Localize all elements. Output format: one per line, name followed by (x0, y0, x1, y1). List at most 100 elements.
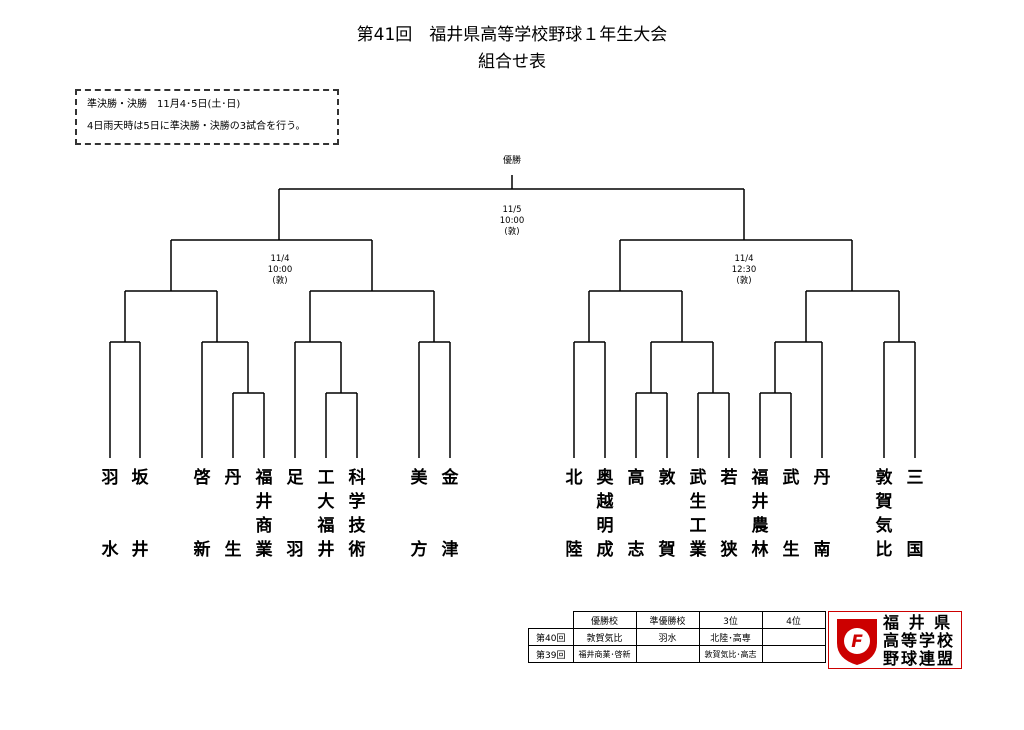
page-title: 第41回 福井県高等学校野球１年生大会 (356, 25, 668, 45)
team-name-bottom: 羽 (286, 540, 304, 560)
team-name-bottom: 新 (193, 540, 211, 560)
team-name: 丹生 (218, 466, 248, 562)
team-name: 金津 (435, 466, 465, 562)
team-name: 三国 (900, 466, 930, 562)
team-name-top: 工大福 (317, 468, 335, 536)
final-venue: (敦) (504, 227, 520, 237)
team-name: 羽水 (95, 466, 125, 562)
team-name: 敦賀 (652, 466, 682, 562)
champion-label: 優勝 (502, 156, 521, 166)
team-name: 武生工業 (683, 466, 713, 562)
team-name: 武生 (776, 466, 806, 562)
team-name-bottom: 業 (255, 540, 273, 560)
team-name: 敦賀気比 (869, 466, 899, 562)
final-time: 10:00 (499, 216, 525, 226)
final-date: 11/5 (502, 205, 522, 215)
team-name: 足羽 (280, 466, 310, 562)
row-runner-up: 羽水 (635, 628, 700, 646)
logo-line-1: 福 井 県 (883, 613, 953, 632)
results-row: 第39回 福井商業･啓新 敦賀気比･高志 (528, 645, 826, 663)
semi-right-date: 11/4 (734, 254, 754, 264)
row-runner-up (635, 645, 700, 663)
past-results-table: 優勝校 準優勝校 3位 4位 第40回 敦賀気比 羽水 北陸･高専 第39回 福… (528, 611, 826, 663)
team-name-top: 坂 (131, 468, 149, 488)
team-name-bottom: 国 (906, 540, 924, 560)
row-label: 第39回 (528, 645, 574, 663)
note-line-2: 4日雨天時は5日に準決勝・決勝の3試合を行う。 (87, 121, 306, 132)
team-name-top: 金 (441, 468, 459, 488)
semi-left-match-label: 11/4 10:00 (敦) (245, 254, 315, 287)
row-fourth (761, 628, 826, 646)
team-name-top: 福井農 (751, 468, 769, 536)
row-fourth (761, 645, 826, 663)
team-name: 福井農林 (745, 466, 775, 562)
team-name-bottom: 林 (751, 540, 769, 560)
federation-emblem-icon: F (837, 619, 877, 665)
team-name-bottom: 賀 (658, 540, 676, 560)
team-name: 啓新 (187, 466, 217, 562)
row-label: 第40回 (528, 628, 574, 646)
logo-line-3: 野球連盟 (883, 649, 956, 668)
team-name: 科学技術 (342, 466, 372, 562)
semi-left-date: 11/4 (270, 254, 290, 264)
semi-right-match-label: 11/4 12:30 (敦) (709, 254, 779, 287)
team-name-bottom: 陸 (565, 540, 583, 560)
results-row: 第40回 敦賀気比 羽水 北陸･高専 (528, 628, 826, 646)
team-name: 工大福井 (311, 466, 341, 562)
team-name-bottom: 術 (348, 540, 366, 560)
team-name: 坂井 (125, 466, 155, 562)
team-name-bottom: 井 (317, 540, 335, 560)
team-name-top: 丹 (224, 468, 242, 488)
semi-right-time: 12:30 (731, 265, 757, 275)
team-name-bottom: 志 (627, 540, 645, 560)
team-name: 北陸 (559, 466, 589, 562)
team-name-top: 足 (286, 468, 304, 488)
results-header-row: 優勝校 準優勝校 3位 4位 (529, 611, 826, 629)
team-name: 福井商業 (249, 466, 279, 562)
team-name-bottom: 成 (596, 540, 614, 560)
team-name-bottom: 津 (441, 540, 459, 560)
logo-mark: F (851, 632, 863, 652)
team-name: 奥越明成 (590, 466, 620, 562)
team-name-top: 丹 (813, 468, 831, 488)
team-name-bottom: 業 (689, 540, 707, 560)
team-name-top: 北 (565, 468, 583, 488)
team-name-top: 武 (782, 468, 800, 488)
header-third: 3位 (698, 611, 763, 629)
semi-left-time: 10:00 (267, 265, 293, 275)
team-name-bottom: 生 (782, 540, 800, 560)
team-name-top: 美 (410, 468, 428, 488)
page-subtitle: 組合せ表 (478, 52, 546, 72)
team-name-top: 敦賀気 (875, 468, 893, 536)
team-name-top: 福井商 (255, 468, 273, 536)
team-name-bottom: 生 (224, 540, 242, 560)
note-line-1: 準決勝・決勝 11月4･5日(土･日) (87, 99, 241, 110)
team-name-bottom: 井 (131, 540, 149, 560)
team-name-top: 武生工 (689, 468, 707, 536)
team-name: 高志 (621, 466, 651, 562)
team-name-bottom: 比 (875, 540, 893, 560)
header-winner: 優勝校 (572, 611, 637, 629)
final-match-label: 11/5 10:00 (敦) (477, 205, 547, 238)
federation-logo: F 福 井 県 高等学校 野球連盟 (828, 611, 962, 669)
team-name: 美方 (404, 466, 434, 562)
semi-left-venue: (敦) (272, 276, 288, 286)
team-name-bottom: 南 (813, 540, 831, 560)
team-name-bottom: 狭 (720, 540, 738, 560)
header-runner-up: 準優勝校 (635, 611, 700, 629)
team-name-top: 奥越明 (596, 468, 614, 536)
team-name-top: 若 (720, 468, 738, 488)
semi-right-venue: (敦) (736, 276, 752, 286)
team-name-top: 啓 (193, 468, 211, 488)
schedule-note: 準決勝・決勝 11月4･5日(土･日) 4日雨天時は5日に準決勝・決勝の3試合を… (75, 89, 339, 145)
team-name-top: 高 (627, 468, 645, 488)
header-fourth: 4位 (761, 611, 826, 629)
team-name-top: 羽 (101, 468, 119, 488)
row-winner: 福井商業･啓新 (572, 645, 637, 663)
team-name-bottom: 水 (101, 540, 119, 560)
team-name: 若狭 (714, 466, 744, 562)
team-name-bottom: 方 (410, 540, 428, 560)
row-third: 北陸･高専 (698, 628, 763, 646)
team-name-top: 三 (906, 468, 924, 488)
